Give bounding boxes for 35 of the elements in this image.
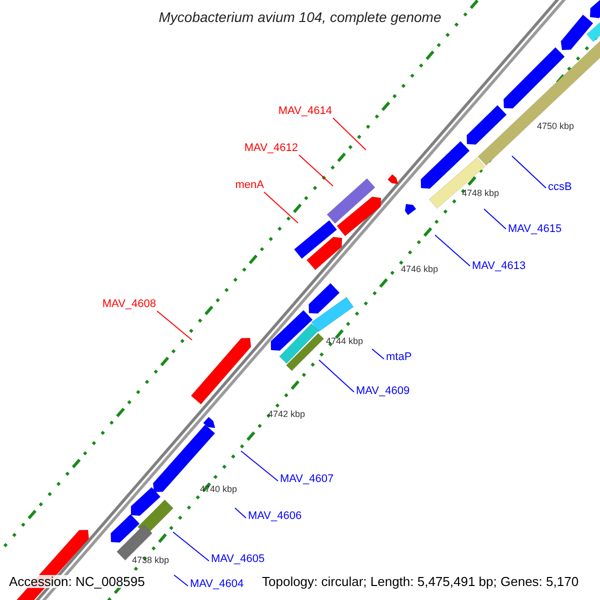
leader-line [298, 154, 334, 186]
leader-line [156, 310, 192, 340]
leader-line [234, 508, 246, 518]
gene-label: MAV_4613 [472, 261, 526, 272]
leader-line [172, 532, 210, 562]
gene-label: MAV_4606 [248, 511, 302, 522]
gene-label: MAV_4614 [278, 106, 332, 117]
leader-line [372, 348, 384, 360]
gene-label: MAV_4608 [102, 299, 156, 310]
scale-label: 4744 kbp [326, 337, 364, 346]
leader-line [318, 360, 354, 392]
gene-label: MAV_4604 [190, 579, 244, 590]
leader-line [240, 450, 278, 482]
scale-label: 4748 kbp [462, 189, 500, 198]
gene-label: MAV_4612 [244, 143, 298, 154]
leader-line [434, 234, 470, 266]
leader-line [484, 208, 506, 230]
scale-label: 4742 kbp [268, 410, 306, 419]
leader-line [264, 192, 298, 224]
gene-label: menA [235, 180, 264, 191]
gene-label: MAV_4609 [356, 386, 410, 397]
scale-label: 4750 kbp [537, 122, 574, 131]
scale-label: 4746 kbp [401, 265, 438, 274]
gene-label: MAV_4615 [508, 224, 562, 235]
footer-text: Topology: circular; Length: 5,475,491 bp; Genes: 5,170 [262, 575, 579, 588]
gene-label: MAV_4605 [211, 554, 265, 565]
leader-line [512, 156, 546, 188]
leader-line [332, 118, 366, 150]
gene-label: ccsB [548, 182, 572, 193]
scale-label: 4738 kbp [132, 556, 170, 565]
gene-label: MAV_4607 [280, 474, 334, 485]
leader-line [174, 574, 188, 586]
gene-label: mtaP [386, 352, 412, 363]
footer-text: Accession: NC_008595 [9, 575, 145, 588]
title: Mycobacterium avium 104, complete genome [158, 10, 442, 24]
